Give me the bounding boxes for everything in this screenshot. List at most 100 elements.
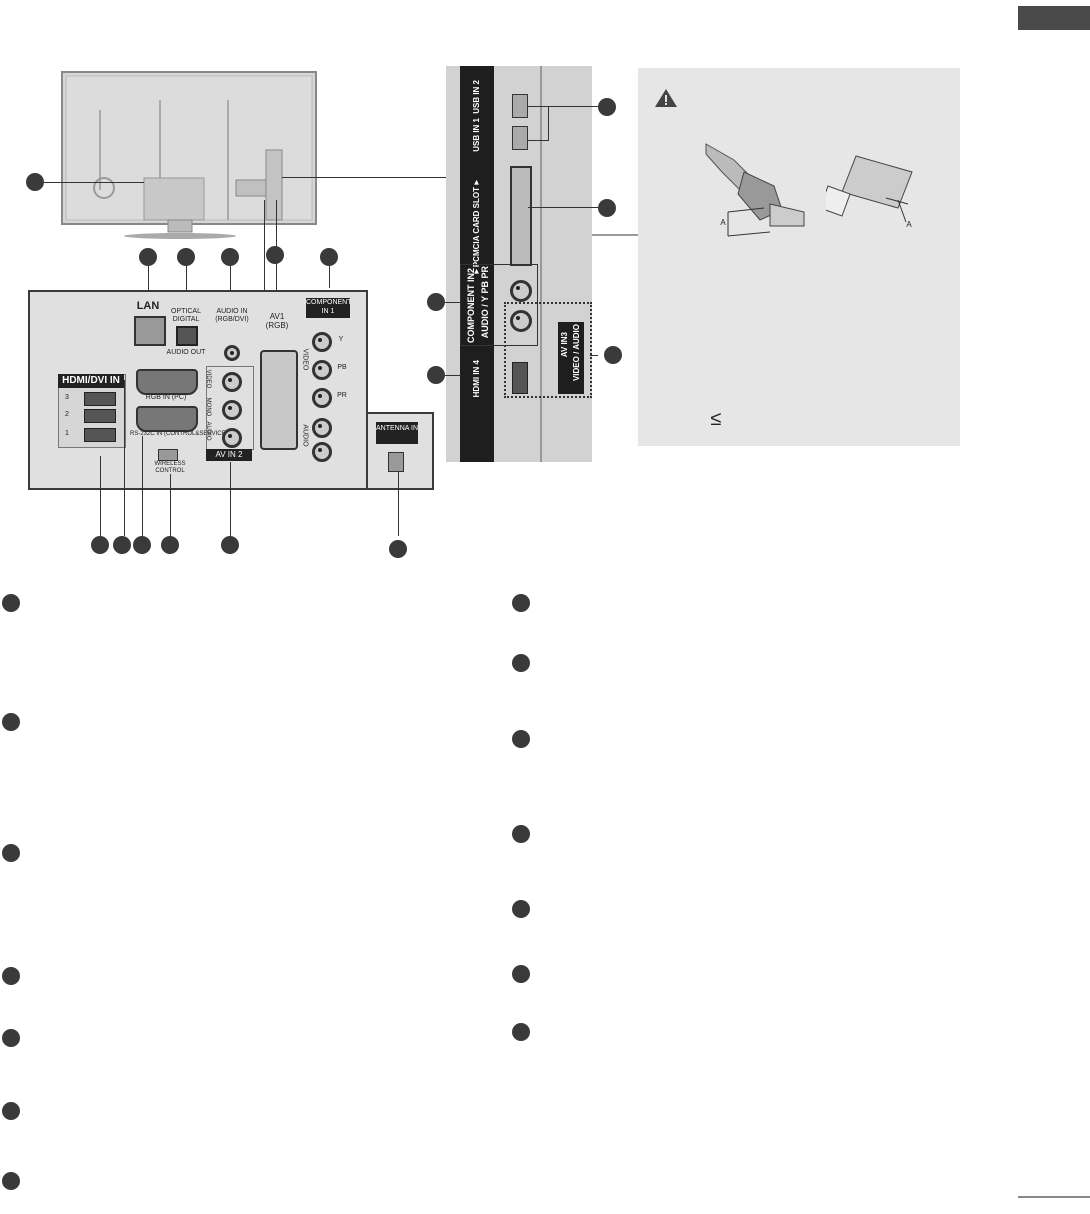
callout-marker bbox=[389, 540, 407, 558]
callout-marker bbox=[221, 536, 239, 554]
callout-leader bbox=[528, 140, 548, 141]
description-marker bbox=[512, 1023, 530, 1041]
caution-a-label-1: A bbox=[720, 218, 726, 227]
side-av-in3-label: AV IN3 bbox=[560, 332, 569, 358]
warning-triangle-icon bbox=[655, 89, 677, 107]
hdmi-2-port bbox=[84, 409, 116, 423]
wireless-control-label: WIRELESS CONTROL bbox=[154, 461, 186, 474]
callout-marker bbox=[139, 248, 157, 266]
description-marker bbox=[2, 1029, 20, 1047]
callout-leader bbox=[282, 177, 450, 178]
audio-out-label: AUDIO OUT bbox=[166, 349, 206, 356]
av-in3-label-bg bbox=[558, 322, 584, 394]
callout-leader bbox=[170, 474, 171, 536]
description-marker bbox=[512, 965, 530, 983]
side-pcmcia-label: ▼PCMCIA CARD SLOT▼ bbox=[472, 178, 481, 277]
optical-digital-label: OPTICAL DIGITAL bbox=[171, 308, 201, 323]
caution-a-label-2: A bbox=[906, 220, 912, 229]
component-pr-jack bbox=[312, 388, 332, 408]
callout-marker bbox=[266, 246, 284, 264]
callout-leader bbox=[124, 380, 125, 536]
wireless-control-port bbox=[158, 449, 178, 461]
side-panel-bevel bbox=[540, 66, 542, 462]
hdmi-3-label: 3 bbox=[65, 394, 69, 401]
language-tab bbox=[1018, 6, 1090, 30]
callout-marker bbox=[113, 536, 131, 554]
description-marker bbox=[512, 900, 530, 918]
description-marker bbox=[2, 844, 20, 862]
description-marker bbox=[512, 825, 530, 843]
description-marker bbox=[512, 654, 530, 672]
description-marker bbox=[512, 594, 530, 612]
callout-leader bbox=[44, 182, 144, 183]
av2-audio-r-jack bbox=[222, 428, 242, 448]
tv-back-figure bbox=[60, 70, 318, 239]
side-hdmi-in4-label: HDMI IN 4 bbox=[472, 360, 481, 398]
audio-in-jack bbox=[224, 345, 240, 361]
scart-port bbox=[260, 350, 298, 450]
description-marker bbox=[2, 1102, 20, 1120]
side-video-audio-label: VIDEO / AUDIO bbox=[572, 324, 581, 382]
callout-leader bbox=[230, 462, 231, 536]
rgb-in-pc-label: RGB IN (PC) bbox=[145, 394, 187, 401]
callout-marker bbox=[598, 199, 616, 217]
caution-box bbox=[638, 68, 960, 446]
callout-leader bbox=[528, 106, 598, 107]
callout-marker bbox=[161, 536, 179, 554]
component-audio-l-jack bbox=[312, 418, 332, 438]
callout-marker bbox=[26, 173, 44, 191]
component-video-label: VIDEO bbox=[301, 348, 309, 371]
callout-leader bbox=[264, 200, 265, 292]
callout-leader bbox=[590, 355, 598, 356]
hdmi-in4-port bbox=[512, 362, 528, 394]
callout-marker bbox=[427, 293, 445, 311]
component-pr-label: PR bbox=[337, 392, 347, 399]
rs232c-label: RS-232C IN (CONTROL&SERVICE) bbox=[130, 431, 228, 437]
side-usb2-label: USB IN 2 bbox=[472, 80, 481, 114]
callout-leader bbox=[329, 266, 330, 288]
description-marker bbox=[2, 1172, 20, 1190]
audio-in-label: AUDIO IN (RGB/DVI) bbox=[215, 308, 249, 323]
footer-rule bbox=[1018, 1196, 1090, 1198]
callout-leader bbox=[548, 106, 549, 141]
antenna-header bbox=[376, 422, 418, 444]
callout-leader bbox=[398, 472, 399, 536]
component-in1-header bbox=[306, 298, 350, 318]
component-pb-label: PB bbox=[337, 364, 347, 371]
callout-leader bbox=[100, 456, 101, 536]
antenna-in-label: ANTENNA IN bbox=[376, 425, 419, 432]
component-pb-jack bbox=[312, 360, 332, 380]
component-in2-group bbox=[460, 264, 538, 346]
description-marker bbox=[512, 730, 530, 748]
description-marker bbox=[2, 594, 20, 612]
hdmi-2-label: 2 bbox=[65, 411, 69, 418]
hdmi-dvi-in-label: HDMI/DVI IN bbox=[62, 375, 120, 386]
av2-video-jack bbox=[222, 372, 242, 392]
av2-mono-label: MONO bbox=[205, 397, 211, 417]
hdmi-3-port bbox=[84, 392, 116, 406]
component-in1-label: COMPONENT IN 1 bbox=[306, 299, 352, 315]
av-in2-header bbox=[206, 449, 252, 461]
callout-marker bbox=[320, 248, 338, 266]
rgb-in-port bbox=[136, 369, 198, 395]
callout-leader bbox=[445, 302, 461, 303]
callout-marker bbox=[598, 98, 616, 116]
side-usb1-label: USB IN 1 bbox=[472, 118, 481, 152]
callout-marker bbox=[604, 346, 622, 364]
optical-port bbox=[176, 326, 198, 346]
hdmi-1-port bbox=[84, 428, 116, 442]
rs232c-port bbox=[136, 406, 198, 432]
component-audio-r-jack bbox=[312, 442, 332, 462]
callout-marker bbox=[221, 248, 239, 266]
av2-video-label: VIDEO bbox=[205, 369, 211, 389]
component-y-label: Y bbox=[338, 336, 344, 343]
callout-marker bbox=[91, 536, 109, 554]
antenna-port bbox=[388, 452, 404, 472]
pcmcia-slot bbox=[510, 166, 532, 266]
usb2-port bbox=[512, 94, 528, 118]
usb-stick-icon bbox=[826, 155, 913, 223]
side-av-in3-jack bbox=[510, 310, 532, 332]
lan-label: LAN bbox=[136, 300, 160, 312]
av1-label: AV1 (RGB) bbox=[265, 312, 289, 330]
component-y-jack bbox=[312, 332, 332, 352]
